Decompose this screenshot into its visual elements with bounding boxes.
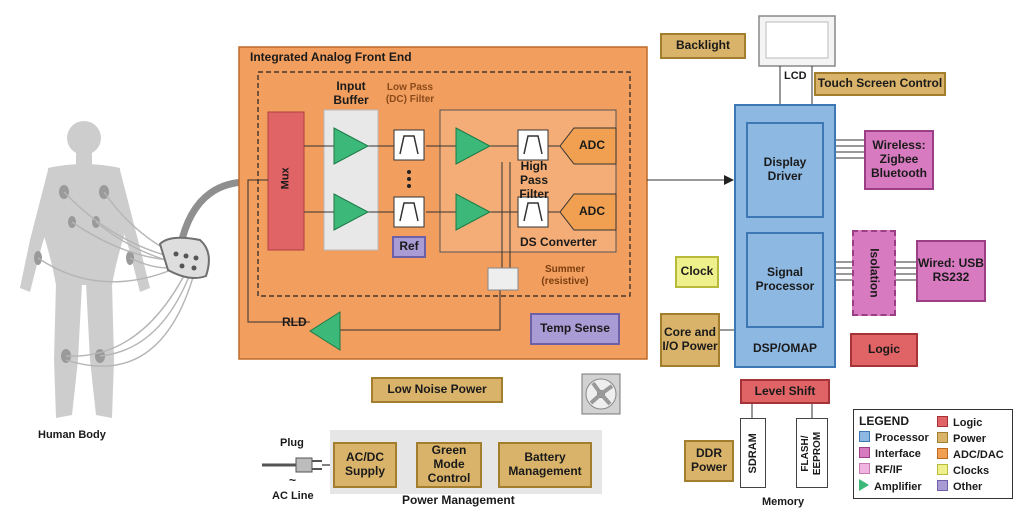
legend-label: ADC/DAC: [953, 449, 1004, 461]
battery-management-box: Battery Management: [498, 442, 592, 488]
legend-label: Other: [953, 481, 983, 493]
isolation-box: Isolation: [852, 230, 896, 316]
human-body-figure: [20, 121, 150, 418]
input-buffer-amp-2: [333, 193, 370, 231]
legend-swatch: [859, 431, 870, 442]
ac-line-symbol: ~: [289, 473, 297, 487]
legend-item-amplifier: Amplifier: [859, 479, 922, 493]
afe-dashed-boundary: [257, 71, 631, 297]
wireless-box: Wireless: Zigbee Bluetooth: [864, 130, 934, 190]
adc-label-2: ADC: [579, 204, 605, 218]
rld-label: RLD: [282, 315, 307, 329]
flash-eeprom-label: FLASH/ EEPROM: [800, 431, 824, 475]
electrode-leads: [37, 191, 195, 367]
ac-dc-supply-box: AC/DC Supply: [333, 442, 397, 488]
adc-shape-1: [559, 127, 617, 165]
backlight-box: Backlight: [660, 33, 746, 59]
legend-item-logic: Logic: [937, 416, 982, 429]
power-management-label: Power Management: [402, 493, 515, 507]
temp-sense-box: Temp Sense: [530, 313, 620, 345]
legend-label: Amplifier: [874, 481, 922, 493]
legend-swatch: [937, 448, 948, 459]
lead-connector: [158, 236, 210, 279]
level-shift-box: Level Shift: [740, 379, 830, 404]
high-pass-filter-label: High Pass Filter: [519, 159, 549, 201]
legend-item-adc-dac: ADC/DAC: [937, 448, 1004, 461]
legend-swatch: [937, 432, 948, 443]
amplifiers: [309, 127, 492, 351]
legend-label: Processor: [875, 432, 929, 444]
legend-label: Power: [953, 433, 987, 445]
display-driver-box: Display Driver: [746, 122, 824, 218]
dsp-omap-label: DSP/OMAP: [752, 341, 817, 355]
plug-icon: [262, 457, 334, 473]
ddr-power-box: DDR Power: [684, 440, 734, 482]
gain-amp-2: [455, 193, 492, 231]
legend-swatch: [859, 447, 870, 458]
low-noise-power-box: Low Noise Power: [371, 377, 503, 403]
legend-swatch: [937, 416, 948, 427]
flash-eeprom-box: FLASH/ EEPROM: [796, 418, 828, 488]
filter-ellipsis: [407, 170, 411, 188]
low-pass-filter-label: Low Pass (DC) Filter: [385, 82, 435, 105]
lcd-screen: [765, 21, 829, 59]
adc-shape-2: [559, 193, 617, 231]
green-mode-control-box: Green Mode Control: [416, 442, 482, 488]
memory-label: Memory: [762, 496, 805, 508]
legend-label: Interface: [875, 448, 921, 460]
wired-box: Wired: USB RS232: [916, 240, 986, 302]
isolation-label: Isolation: [867, 248, 882, 298]
touch-screen-control-box: Touch Screen Control: [814, 72, 946, 96]
ref-box: Ref: [392, 236, 426, 258]
legend-item-other: Other: [937, 480, 982, 493]
core-io-power-box: Core and I/O Power: [660, 313, 720, 367]
sdram-box: SDRAM: [740, 418, 766, 488]
human-body-label: Human Body: [38, 429, 106, 441]
gain-amp-1: [455, 127, 492, 165]
legend-item-processor: Processor: [859, 431, 929, 444]
filter-symbols: [393, 129, 549, 228]
input-buffer-amp-1: [333, 127, 370, 165]
legend-label: Clocks: [953, 465, 990, 477]
legend-label: RF/IF: [875, 464, 903, 476]
legend: LEGEND Processor Interface RF/IF Amplifi…: [853, 409, 1013, 499]
amplifier-triangle-icon: [859, 479, 869, 491]
legend-swatch: [937, 480, 948, 491]
signal-processor-box: Signal Processor: [746, 232, 824, 328]
summer-label: Summer (resistive): [541, 264, 589, 287]
sdram-label: SDRAM: [746, 432, 759, 474]
legend-swatch: [859, 463, 870, 474]
adc-label-1: ADC: [579, 138, 605, 152]
legend-item-rf-if: RF/IF: [859, 463, 903, 476]
afe-signal-wires: [247, 145, 724, 331]
legend-label: Logic: [953, 417, 983, 429]
input-buffer-label: Input Buffer: [333, 79, 369, 107]
mux-box: [267, 111, 305, 251]
clock-box: Clock: [675, 256, 719, 288]
legend-swatch: [937, 464, 948, 475]
legend-item-power: Power: [937, 432, 986, 445]
rld-amp: [309, 311, 341, 351]
input-buffer-panel: [323, 109, 379, 251]
legend-item-clocks: Clocks: [937, 464, 989, 477]
legend-title: LEGEND: [859, 414, 910, 428]
plug-label: Plug: [280, 437, 304, 449]
afe-output-arrow: [724, 175, 734, 185]
summer-box: [487, 267, 519, 291]
afe-title: Integrated Analog Front End: [250, 50, 412, 64]
logic-box: Logic: [850, 333, 918, 367]
mux-label: Mux: [279, 167, 292, 190]
ds-converter-label: DS Converter: [520, 235, 597, 249]
legend-item-interface: Interface: [859, 447, 921, 460]
ac-line-label: AC Line: [272, 490, 314, 502]
fan-icon: [581, 373, 621, 415]
lcd-label: LCD: [784, 70, 807, 82]
